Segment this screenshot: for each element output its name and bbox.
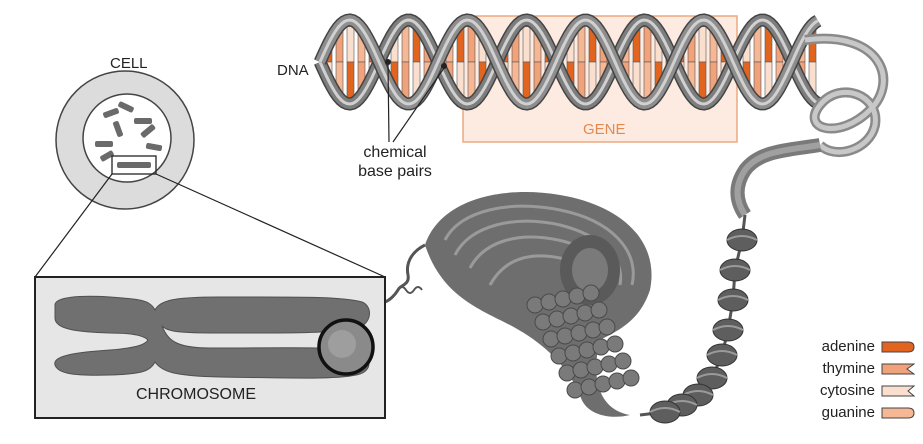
base-pair-pointer [387, 63, 390, 143]
adenine-swatch-icon [881, 341, 915, 353]
fiber-bead [548, 310, 566, 328]
fiber-bead [562, 307, 580, 325]
nucleosome-bead [712, 318, 744, 342]
fiber-bead [526, 296, 544, 314]
fiber-bead [580, 378, 598, 396]
fiber-bead [566, 381, 584, 399]
chromatin-fiber-beads [526, 284, 640, 399]
fiber-bead [554, 290, 572, 308]
fiber-bead [584, 321, 602, 339]
legend-item-adenine: adenine [792, 336, 917, 358]
legend-label: thymine [822, 360, 875, 377]
fiber-bead [600, 355, 618, 373]
fiber-bead [568, 287, 586, 305]
fiber-bead [564, 344, 582, 362]
base-pairs-label: chemical base pairs [340, 143, 450, 181]
zoom-line [34, 173, 113, 278]
nucleosome-bead [649, 400, 681, 424]
nucleosome-bead [717, 288, 749, 312]
fiber-bead [582, 284, 600, 302]
chromosome-label: CHROMOSOME [136, 386, 256, 403]
nucleosome-beads [639, 214, 758, 424]
nucleosome-wrap [726, 235, 758, 241]
base-pairs-label-line2: base pairs [358, 163, 432, 180]
cell-chromosomes [95, 101, 163, 162]
fiber-bead [590, 301, 608, 319]
fiber-bead [606, 335, 624, 353]
nucleosome-wrap [719, 265, 751, 271]
nucleosome-wrap [696, 373, 728, 379]
fiber-bead [586, 358, 604, 376]
dna-backbone-highlight [318, 18, 819, 106]
nucleosome-wrap [712, 325, 744, 331]
fiber-bead [540, 293, 558, 311]
nucleosome-wrap [717, 295, 749, 301]
fiber-bead [576, 304, 594, 322]
nucleosome-wrap [649, 407, 681, 413]
base-pair-marker [441, 63, 447, 69]
nucleosome-wrap [706, 350, 738, 356]
legend-item-cytosine: cytosine [792, 380, 917, 402]
fiber-bead [592, 338, 610, 356]
nucleosome-bead [726, 228, 758, 252]
fiber-bead [594, 375, 612, 393]
fiber-bead [614, 352, 632, 370]
fiber-bead [578, 341, 596, 359]
cell-label: CELL [110, 55, 148, 72]
fiber-bead [534, 313, 552, 331]
guanine-swatch-icon [881, 407, 915, 419]
legend-label: cytosine [819, 382, 875, 399]
dna-supercoil [730, 33, 889, 219]
chromosome-zoom-box [111, 155, 157, 175]
fiber-bead [542, 330, 560, 348]
fiber-bead [570, 324, 588, 342]
legend-item-guanine: guanine [792, 402, 917, 424]
fiber-bead [558, 364, 576, 382]
fiber-bead [550, 347, 568, 365]
fiber-bead [608, 372, 626, 390]
legend-label: guanine [821, 404, 875, 421]
legend-item-thymine: thymine [792, 358, 917, 380]
fiber-bead [622, 369, 640, 387]
base-pair-marker [385, 59, 391, 65]
chromosome-panel [34, 276, 386, 419]
fiber-bead [572, 361, 590, 379]
base-pairs-label-line1: chemical [363, 144, 427, 161]
dna-helix [314, 13, 822, 111]
zoom-line [155, 173, 386, 278]
dna-label: DNA [277, 62, 309, 79]
nucleosome-bead [706, 343, 738, 367]
fiber-bead [556, 327, 574, 345]
dna-coil-link [397, 286, 423, 294]
thymine-swatch-icon [881, 363, 915, 375]
base-pair-pointer [392, 67, 445, 143]
fiber-bead [598, 318, 616, 336]
nucleosome-bead [719, 258, 751, 282]
legend-label: adenine [821, 338, 875, 355]
gene-label: GENE [583, 121, 626, 138]
cell [55, 70, 195, 210]
cytosine-swatch-icon [881, 385, 915, 397]
base-legend: adenine thymine cytosine guanine [792, 336, 917, 424]
